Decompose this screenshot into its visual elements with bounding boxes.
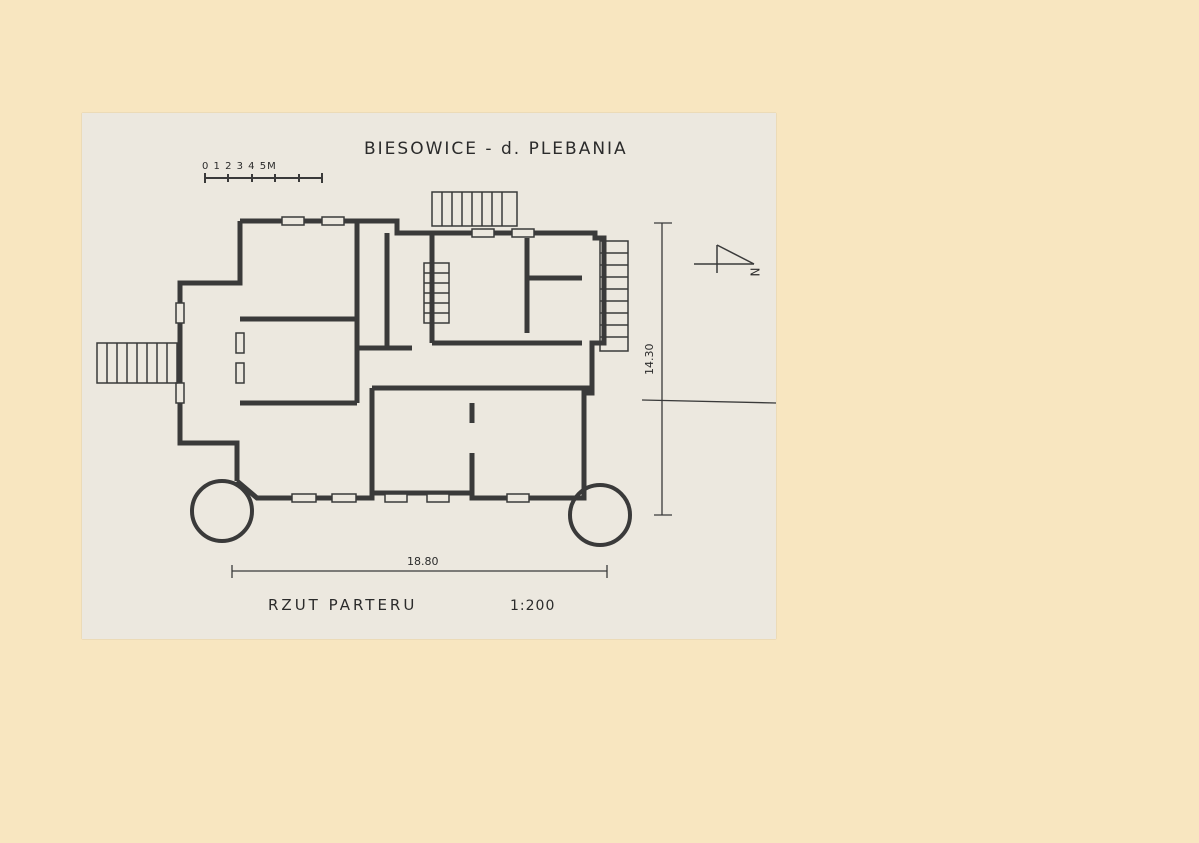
- height-dimension-label: 14.30: [643, 343, 656, 376]
- drawing-title: BIESOWICE - d. PLEBANIA: [364, 139, 628, 159]
- dimension-lines: [231, 222, 776, 578]
- north-arrow: [694, 244, 755, 273]
- floor-plan-sheet: BIESOWICE - d. PLEBANIA 0 1 2 3 4 5M 18.…: [82, 113, 776, 639]
- scale-bar-label: 0 1 2 3 4 5M: [202, 161, 277, 172]
- plan-scale: 1:200: [510, 598, 556, 614]
- north-label: N: [748, 267, 763, 277]
- floor-plan-drawing: [96, 173, 776, 578]
- windows: [175, 216, 535, 503]
- plan-caption: RZUT PARTERU: [268, 596, 418, 614]
- entrance-stairs: [96, 191, 629, 384]
- corner-towers: [190, 479, 632, 547]
- building-walls: [177, 218, 607, 501]
- scale-bar: [204, 173, 323, 183]
- width-dimension-label: 18.80: [407, 555, 439, 568]
